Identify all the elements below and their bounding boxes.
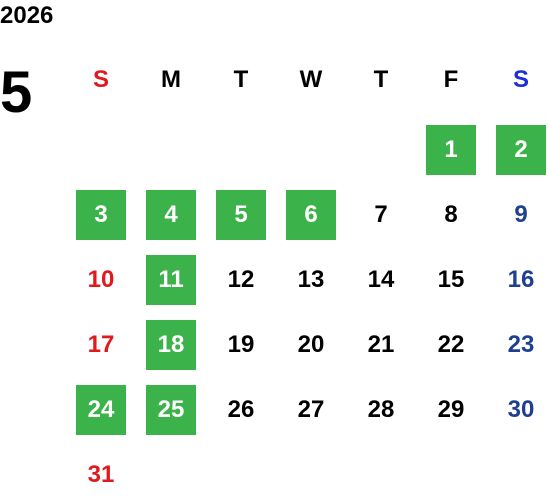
day-cell-16[interactable]: 16 [507,266,535,293]
day-cell-17[interactable]: 17 [87,331,115,358]
year-label: 2026 [0,2,54,29]
day-cell-13[interactable]: 13 [297,266,325,293]
weekday-label: S [92,66,109,93]
day-cell-30[interactable]: 30 [507,396,535,423]
day-cell-28[interactable]: 28 [367,396,395,423]
day-cell-12[interactable]: 12 [227,266,255,293]
day-cell-2[interactable]: 2 [496,125,546,175]
day-cell-3[interactable]: 3 [76,190,126,240]
day-cell-25[interactable]: 25 [146,385,196,435]
day-cell-14[interactable]: 14 [367,266,395,293]
day-cell-20[interactable]: 20 [297,331,325,358]
month-number: 5 [0,60,33,125]
day-cell-29[interactable]: 29 [437,396,465,423]
day-cell-11[interactable]: 11 [146,255,196,305]
day-cell-24[interactable]: 24 [76,385,126,435]
day-cell-15[interactable]: 15 [437,266,465,293]
day-cell-22[interactable]: 22 [437,331,465,358]
day-cell-5[interactable]: 5 [216,190,266,240]
day-cell-19[interactable]: 19 [227,331,255,358]
day-cell-26[interactable]: 26 [227,396,255,423]
weekday-label: T [233,66,249,93]
weekday-label: T [373,66,389,93]
day-cell-4[interactable]: 4 [146,190,196,240]
weekday-label: F [443,66,459,93]
day-cell-27[interactable]: 27 [297,396,325,423]
day-cell-18[interactable]: 18 [146,320,196,370]
day-cell-21[interactable]: 21 [367,331,395,358]
day-cell-31[interactable]: 31 [87,461,115,488]
day-cell-23[interactable]: 23 [507,331,535,358]
day-cell-8[interactable]: 8 [444,201,458,228]
weekday-label: M [161,66,181,93]
day-cell-6[interactable]: 6 [286,190,336,240]
day-cell-9[interactable]: 9 [514,201,528,228]
day-cell-7[interactable]: 7 [374,201,388,228]
day-cell-1[interactable]: 1 [426,125,476,175]
weekday-label: W [299,66,323,93]
day-cell-10[interactable]: 10 [87,266,115,293]
weekday-label: S [512,66,529,93]
